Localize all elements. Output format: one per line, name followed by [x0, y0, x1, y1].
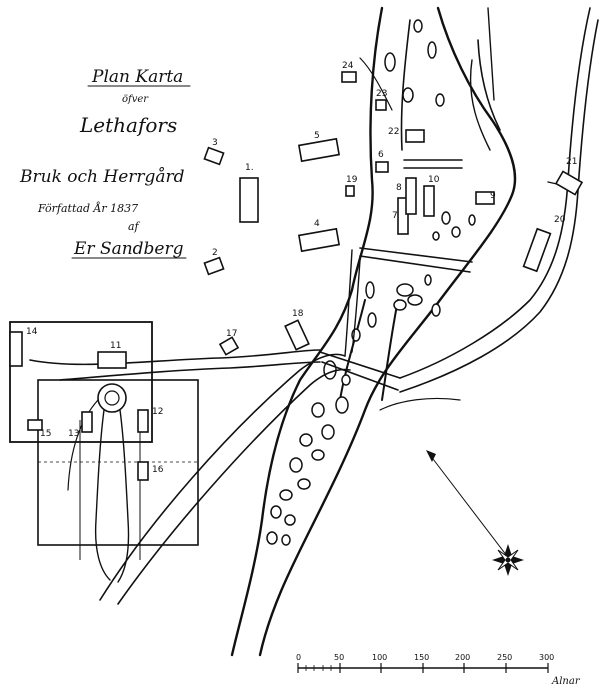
building-22 [405, 129, 425, 143]
label-7: 7 [392, 211, 398, 221]
building-6 [375, 161, 389, 173]
compass-rose-icon [426, 450, 524, 576]
building-21 [554, 170, 584, 196]
river-rocks [266, 19, 476, 546]
scale-tick-250: 250 [497, 653, 512, 662]
river [230, 6, 517, 657]
title-line-4: Bruk och Herrgård [19, 167, 185, 187]
manor-grounds [9, 321, 199, 583]
building-10 [423, 185, 435, 217]
building-11 [97, 351, 127, 369]
scale-tick-150: 150 [414, 653, 429, 662]
building-1 [239, 177, 259, 223]
label-13: 13 [68, 429, 79, 439]
building-23 [375, 99, 387, 111]
scale-tick-300: 300 [539, 653, 554, 662]
building-14 [9, 331, 23, 367]
label-22: 22 [388, 127, 399, 137]
building-15 [27, 419, 43, 431]
title-line-1: Plan Karta [91, 67, 183, 87]
building-18 [284, 319, 310, 351]
scale-tick-0: 0 [296, 653, 301, 662]
label-16: 16 [152, 465, 164, 475]
building-12 [137, 409, 149, 433]
label-12: 12 [152, 407, 163, 417]
scale-tick-200: 200 [455, 653, 470, 662]
building-13 [81, 411, 93, 433]
label-2: 2 [212, 248, 218, 258]
label-23: 23 [376, 89, 387, 99]
label-10: 10 [428, 175, 440, 185]
map-title: Plan Karta öfver Lethafors Bruk och Herr… [19, 67, 191, 259]
building-5 [297, 137, 341, 163]
title-line-7: Er Sandberg [73, 239, 184, 259]
building-9 [475, 191, 495, 205]
label-3: 3 [212, 138, 218, 148]
building-4 [297, 227, 341, 253]
title-line-5: Författad År 1837 [37, 201, 138, 215]
label-17: 17 [226, 329, 237, 339]
building-8 [405, 177, 417, 215]
scale-unit: Alnar [551, 676, 581, 687]
label-4: 4 [314, 219, 320, 229]
building-3 [203, 146, 225, 166]
label-15: 15 [40, 429, 51, 439]
label-11: 11 [110, 341, 121, 351]
building-16 [137, 461, 149, 481]
title-line-3: Lethafors [79, 113, 177, 137]
building-19 [345, 185, 355, 197]
scale-tick-50: 50 [334, 653, 344, 662]
label-5: 5 [314, 131, 320, 141]
building-17 [218, 336, 240, 356]
building-labels: 1. 2 3 4 5 6 7 8 9 10 11 12 13 14 15 16 … [26, 61, 577, 475]
label-1: 1. [245, 163, 254, 173]
label-18: 18 [292, 309, 304, 319]
building-2 [203, 256, 225, 276]
label-9: 9 [490, 191, 496, 201]
label-14: 14 [26, 327, 38, 337]
label-21: 21 [566, 157, 577, 167]
building-24 [341, 71, 357, 83]
scale-tick-100: 100 [372, 653, 387, 662]
label-19: 19 [346, 175, 358, 185]
label-8: 8 [396, 183, 402, 193]
label-20: 20 [554, 215, 566, 225]
label-24: 24 [342, 61, 354, 71]
scale-bar: 0 50 100 150 200 250 300 Alnar [296, 653, 581, 687]
title-line-6: af [128, 220, 141, 233]
building-20 [522, 227, 552, 273]
roads [29, 7, 599, 605]
building-7 [397, 197, 409, 235]
label-6: 6 [378, 150, 384, 160]
title-line-2: öfver [122, 94, 149, 105]
buildings [9, 71, 584, 481]
